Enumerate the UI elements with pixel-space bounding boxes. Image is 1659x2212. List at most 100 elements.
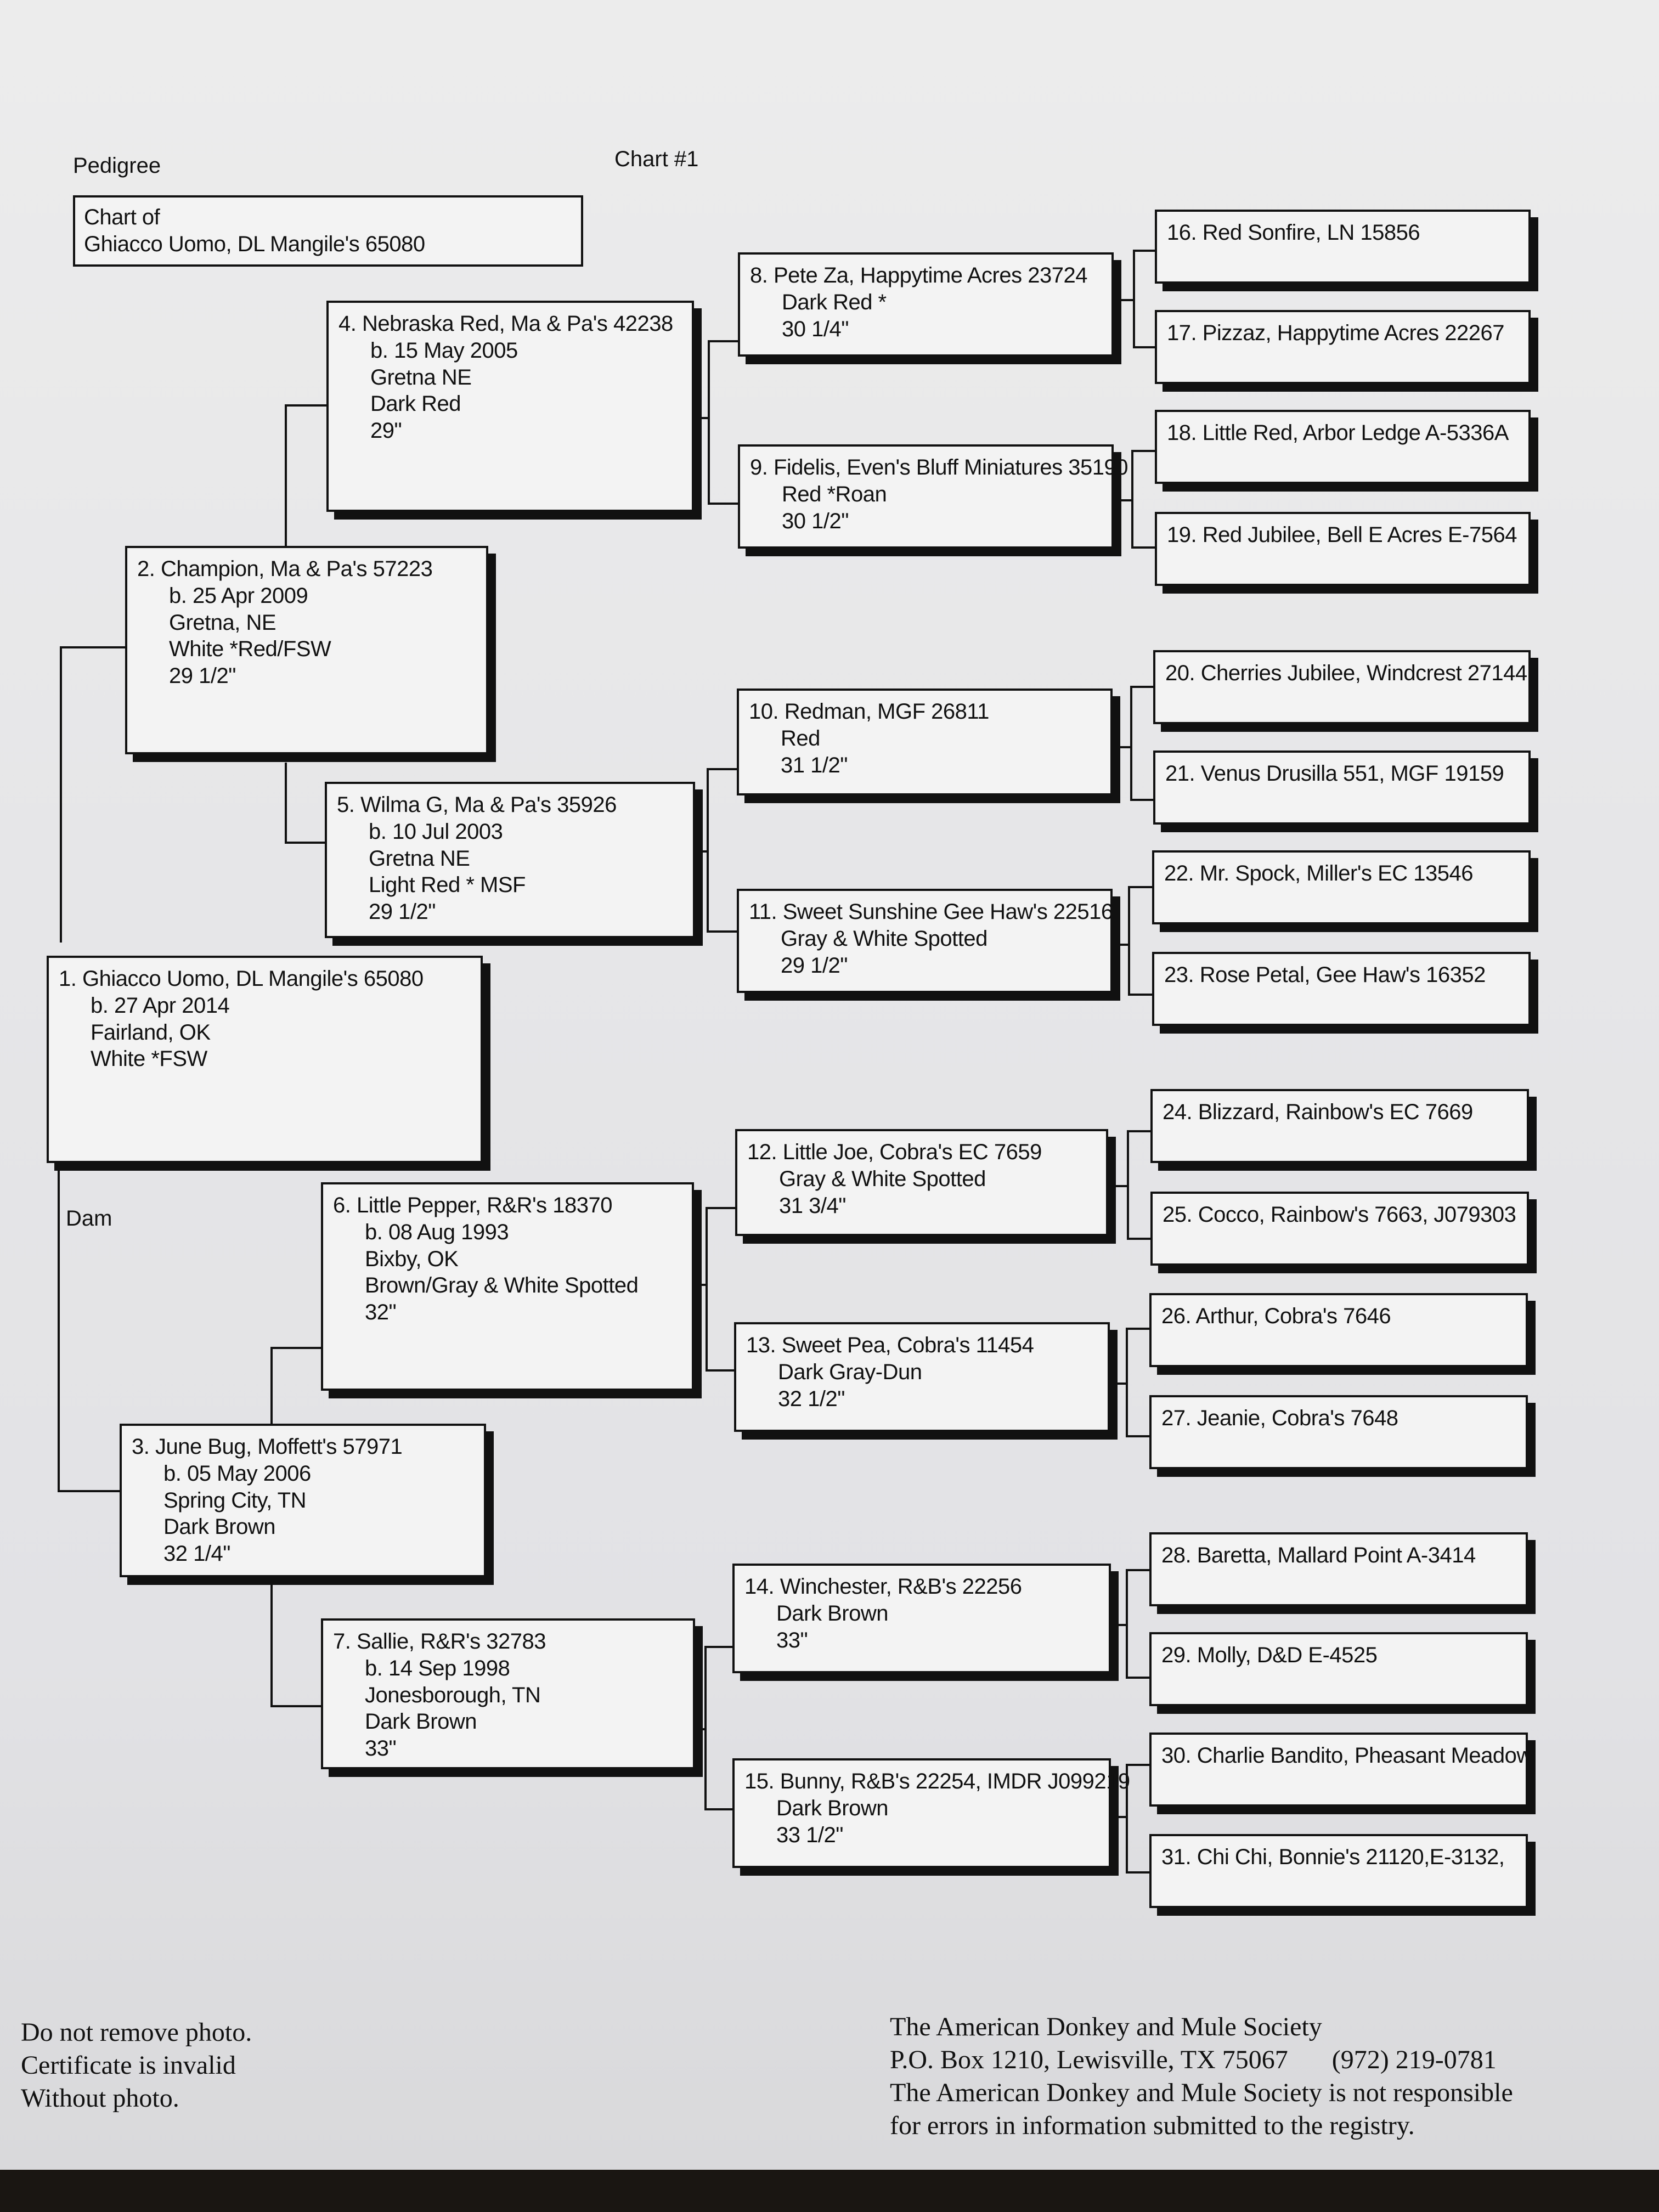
connector-line xyxy=(704,1646,735,1648)
connector-line xyxy=(706,1369,736,1372)
animal-name: 2. Champion, Ma & Pa's 57223 xyxy=(137,557,433,581)
photo-notice-line: Certificate is invalid xyxy=(21,2051,236,2080)
connector-line xyxy=(1133,250,1156,252)
connector-line xyxy=(1116,944,1128,946)
connector-line xyxy=(1126,1764,1150,1766)
pedigree-box-28: 28. Baretta, Mallard Point A-3414 xyxy=(1149,1532,1528,1606)
pedigree-box-26: 26. Arthur, Cobra's 7646 xyxy=(1149,1293,1528,1367)
connector-line xyxy=(708,340,738,342)
animal-name: 27. Jeanie, Cobra's 7648 xyxy=(1161,1406,1398,1430)
society-phone: (972) 219-0781 xyxy=(1331,2045,1497,2074)
animal-name: 23. Rose Petal, Gee Haw's 16352 xyxy=(1164,963,1486,987)
pedigree-box-6: 6. Little Pepper, R&R's 18370 b. 08 Aug … xyxy=(321,1182,694,1391)
pedigree-box-12: 12. Little Joe, Cobra's EC 7659 Gray & W… xyxy=(735,1129,1108,1236)
animal-name: 5. Wilma G, Ma & Pa's 35926 xyxy=(337,793,617,817)
height: 33" xyxy=(365,1736,397,1761)
animal-name: 31. Chi Chi, Bonnie's 21120,E-3132, xyxy=(1161,1845,1505,1869)
connector-line xyxy=(58,1163,60,1492)
connector-line xyxy=(58,1490,121,1492)
color: Red *Roan xyxy=(782,482,887,506)
animal-name: 15. Bunny, R&B's 22254, IMDR J099219 xyxy=(744,1769,1130,1793)
animal-name: 26. Arthur, Cobra's 7646 xyxy=(1161,1304,1391,1328)
connector-line xyxy=(1126,1328,1128,1437)
connector-line xyxy=(1126,1328,1150,1330)
connector-line xyxy=(270,1705,323,1707)
connector-line xyxy=(707,930,737,933)
pedigree-box-5: 5. Wilma G, Ma & Pa's 35926 b. 10 Jul 20… xyxy=(325,782,695,938)
connector-line xyxy=(270,1580,273,1707)
height: 29 1/2" xyxy=(781,953,848,978)
birth-place: Gretna NE xyxy=(369,846,470,871)
connector-line xyxy=(1130,686,1154,688)
connector-line xyxy=(270,1347,273,1424)
pedigree-box-4: 4. Nebraska Red, Ma & Pa's 42238 b. 15 M… xyxy=(326,301,694,512)
connector-line xyxy=(1117,746,1130,748)
color: Red xyxy=(781,726,820,751)
pedigree-box-19: 19. Red Jubilee, Bell E Acres E-7564 xyxy=(1155,512,1531,586)
pedigree-box-18: 18. Little Red, Arbor Ledge A-5336A xyxy=(1155,410,1531,484)
connector-line xyxy=(707,768,737,770)
animal-name: 18. Little Red, Arbor Ledge A-5336A xyxy=(1167,421,1509,445)
birth-date: b. 14 Sep 1998 xyxy=(365,1656,510,1680)
pedigree-box-8: 8. Pete Za, Happytime Acres 23724 Dark R… xyxy=(738,252,1114,357)
pedigree-box-23: 23. Rose Petal, Gee Haw's 16352 xyxy=(1152,952,1531,1026)
birth-date: b. 10 Jul 2003 xyxy=(369,819,503,844)
height: 32 1/4" xyxy=(163,1542,230,1566)
connector-line xyxy=(1128,994,1152,996)
animal-name: 22. Mr. Spock, Miller's EC 13546 xyxy=(1164,861,1473,885)
connector-line xyxy=(1127,1130,1151,1132)
pedigree-box-17: 17. Pizzaz, Happytime Acres 22267 xyxy=(1155,310,1531,384)
color: Dark Brown xyxy=(163,1515,275,1539)
animal-name: 11. Sweet Sunshine Gee Haw's 22516 xyxy=(749,900,1113,924)
connector-line xyxy=(1128,886,1152,888)
connector-line xyxy=(285,404,328,407)
photo-notice: Do not remove photo. Certificate is inva… xyxy=(21,2016,252,2115)
color: White *Red/FSW xyxy=(169,637,331,662)
color: Dark Red * xyxy=(782,290,887,314)
photo-notice-line: Without photo. xyxy=(21,2084,179,2113)
height: 29 1/2" xyxy=(369,900,436,924)
connector-line xyxy=(1119,299,1133,301)
chart-of-label: Chart of xyxy=(84,205,160,229)
color: Dark Gray-Dun xyxy=(778,1359,922,1384)
pedigree-box-22: 22. Mr. Spock, Miller's EC 13546 xyxy=(1152,850,1531,924)
pedigree-box-9: 9. Fidelis, Even's Bluff Miniatures 3519… xyxy=(738,444,1128,549)
pedigree-box-16: 16. Red Sonfire, LN 15856 xyxy=(1155,210,1531,284)
connector-line xyxy=(1114,1624,1126,1626)
society-footer: The American Donkey and Mule Society P.O… xyxy=(890,2011,1513,2142)
pedigree-box-31: 31. Chi Chi, Bonnie's 21120,E-3132, xyxy=(1149,1834,1528,1908)
connector-line xyxy=(60,646,62,943)
pedigree-box-10: 10. Redman, MGF 26811 Red 31 1/2" xyxy=(737,689,1113,795)
connector-line xyxy=(1130,686,1132,801)
color: Brown/Gray & White Spotted xyxy=(365,1273,639,1298)
birth-place: Gretna NE xyxy=(370,365,472,390)
birth-date: b. 05 May 2006 xyxy=(163,1461,311,1486)
dam-label: Dam xyxy=(66,1206,112,1231)
disclaimer-line: for errors in information submitted to t… xyxy=(890,2111,1415,2140)
connector-line xyxy=(1115,1185,1127,1187)
society-name: The American Donkey and Mule Society xyxy=(890,2012,1322,2041)
animal-name: 3. June Bug, Moffett's 57971 xyxy=(132,1435,403,1459)
animal-name: 14. Winchester, R&B's 22256 xyxy=(744,1575,1022,1599)
connector-line xyxy=(285,842,328,844)
connector-line xyxy=(1127,1130,1129,1240)
color: White *FSW xyxy=(91,1047,207,1071)
connector-line xyxy=(1131,450,1155,452)
connector-line xyxy=(1130,799,1154,801)
connector-line xyxy=(1126,1569,1128,1679)
birth-place: Spring City, TN xyxy=(163,1488,306,1513)
connector-line xyxy=(1127,1238,1151,1240)
height: 31 1/2" xyxy=(781,753,848,777)
connector-line xyxy=(1117,499,1131,501)
animal-name: 24. Blizzard, Rainbow's EC 7669 xyxy=(1163,1100,1473,1124)
connector-line xyxy=(270,1347,323,1349)
color: Light Red * MSF xyxy=(369,873,526,898)
society-address: P.O. Box 1210, Lewisville, TX 75067 xyxy=(890,2045,1288,2074)
animal-name: 13. Sweet Pea, Cobra's 11454 xyxy=(746,1333,1034,1357)
connector-line xyxy=(704,1808,735,1810)
animal-name: 17. Pizzaz, Happytime Acres 22267 xyxy=(1167,321,1504,345)
animal-name: 19. Red Jubilee, Bell E Acres E-7564 xyxy=(1167,523,1517,547)
connector-line xyxy=(693,417,708,419)
animal-name: 28. Baretta, Mallard Point A-3414 xyxy=(1161,1543,1476,1567)
animal-name: 4. Nebraska Red, Ma & Pa's 42238 xyxy=(338,312,673,336)
